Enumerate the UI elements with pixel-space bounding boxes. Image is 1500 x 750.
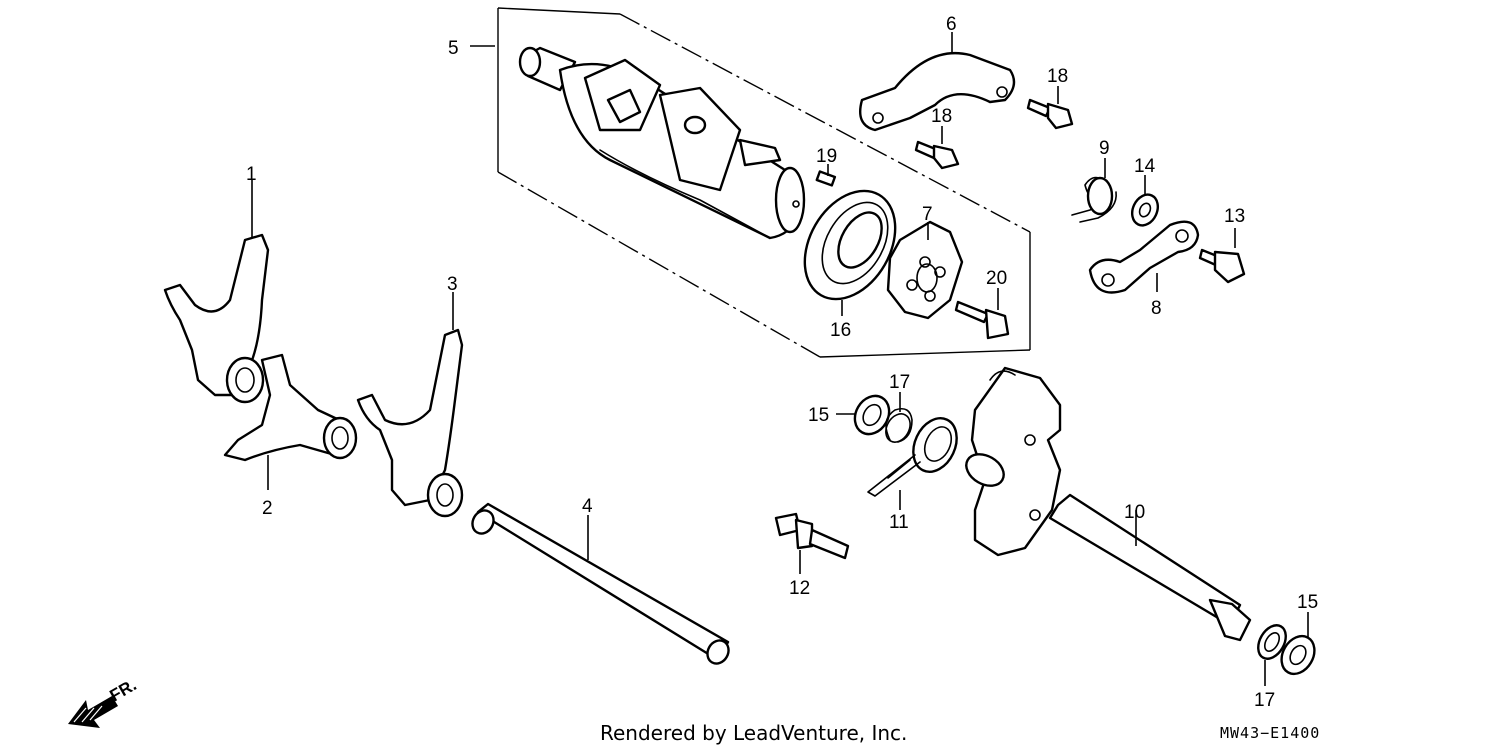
callout-11: 11	[889, 512, 909, 533]
callout-7: 7	[922, 204, 933, 225]
gearshift-spindle[interactable]	[961, 366, 1252, 642]
snap-ring-lower[interactable]	[1253, 620, 1292, 663]
stopper-plate-bolt-lower[interactable]	[914, 140, 960, 170]
callout-18-upper: 18	[1047, 66, 1068, 87]
shift-fork-3[interactable]	[356, 328, 464, 518]
callout-2: 2	[262, 498, 273, 519]
callout-17-upper: 17	[889, 372, 910, 393]
drum-center-bolt[interactable]	[954, 300, 1010, 340]
callout-8: 8	[1151, 298, 1162, 319]
callout-19: 19	[816, 146, 837, 167]
callout-17-lower: 17	[1254, 690, 1275, 711]
callout-6: 6	[946, 14, 957, 35]
stopper-arm[interactable]	[1088, 220, 1200, 294]
callout-12: 12	[789, 578, 810, 599]
stopper-arm-spring[interactable]	[1071, 176, 1117, 223]
callout-9: 9	[1099, 138, 1110, 159]
callout-3: 3	[447, 274, 458, 295]
callout-16: 16	[830, 320, 851, 341]
drum-center[interactable]	[886, 220, 964, 320]
gearshift-drum[interactable]	[518, 46, 806, 240]
shift-fork-2[interactable]	[223, 353, 358, 462]
dowel-pin[interactable]	[815, 170, 837, 187]
callout-5: 5	[448, 38, 459, 59]
return-spring-pin[interactable]	[774, 512, 850, 560]
washer[interactable]	[1127, 190, 1162, 229]
callout-1: 1	[246, 164, 257, 185]
shift-fork-1[interactable]	[163, 233, 270, 404]
callout-15-upper: 15	[808, 405, 829, 426]
front-arrow-icon	[68, 696, 118, 728]
leader-lines	[251, 32, 1309, 686]
shift-fork-shaft[interactable]	[468, 502, 732, 667]
callout-labels: 1 2 3 4 5 6 7 8 9 10 11 12 13 14 15 15 1…	[246, 14, 1318, 711]
snap-ring-upper[interactable]	[881, 407, 915, 447]
stopper-arm-bolt[interactable]	[1198, 248, 1246, 284]
callout-15-lower: 15	[1297, 592, 1318, 613]
diagram-code: MW43−E1400	[1220, 724, 1320, 742]
bearing[interactable]	[786, 175, 913, 315]
stopper-plate[interactable]	[858, 51, 1016, 132]
callout-18-lower: 18	[931, 106, 952, 127]
stopper-plate-bolt-upper[interactable]	[1026, 98, 1074, 130]
callout-14: 14	[1134, 156, 1156, 177]
drum-assembly-box	[497, 7, 1031, 358]
render-credit: Rendered by LeadVenture, Inc.	[600, 721, 907, 745]
callout-20: 20	[986, 268, 1007, 289]
callout-4: 4	[582, 496, 593, 517]
callout-13: 13	[1224, 206, 1245, 227]
shift-spindle-return-spring[interactable]	[867, 411, 965, 497]
callout-10: 10	[1124, 502, 1145, 523]
